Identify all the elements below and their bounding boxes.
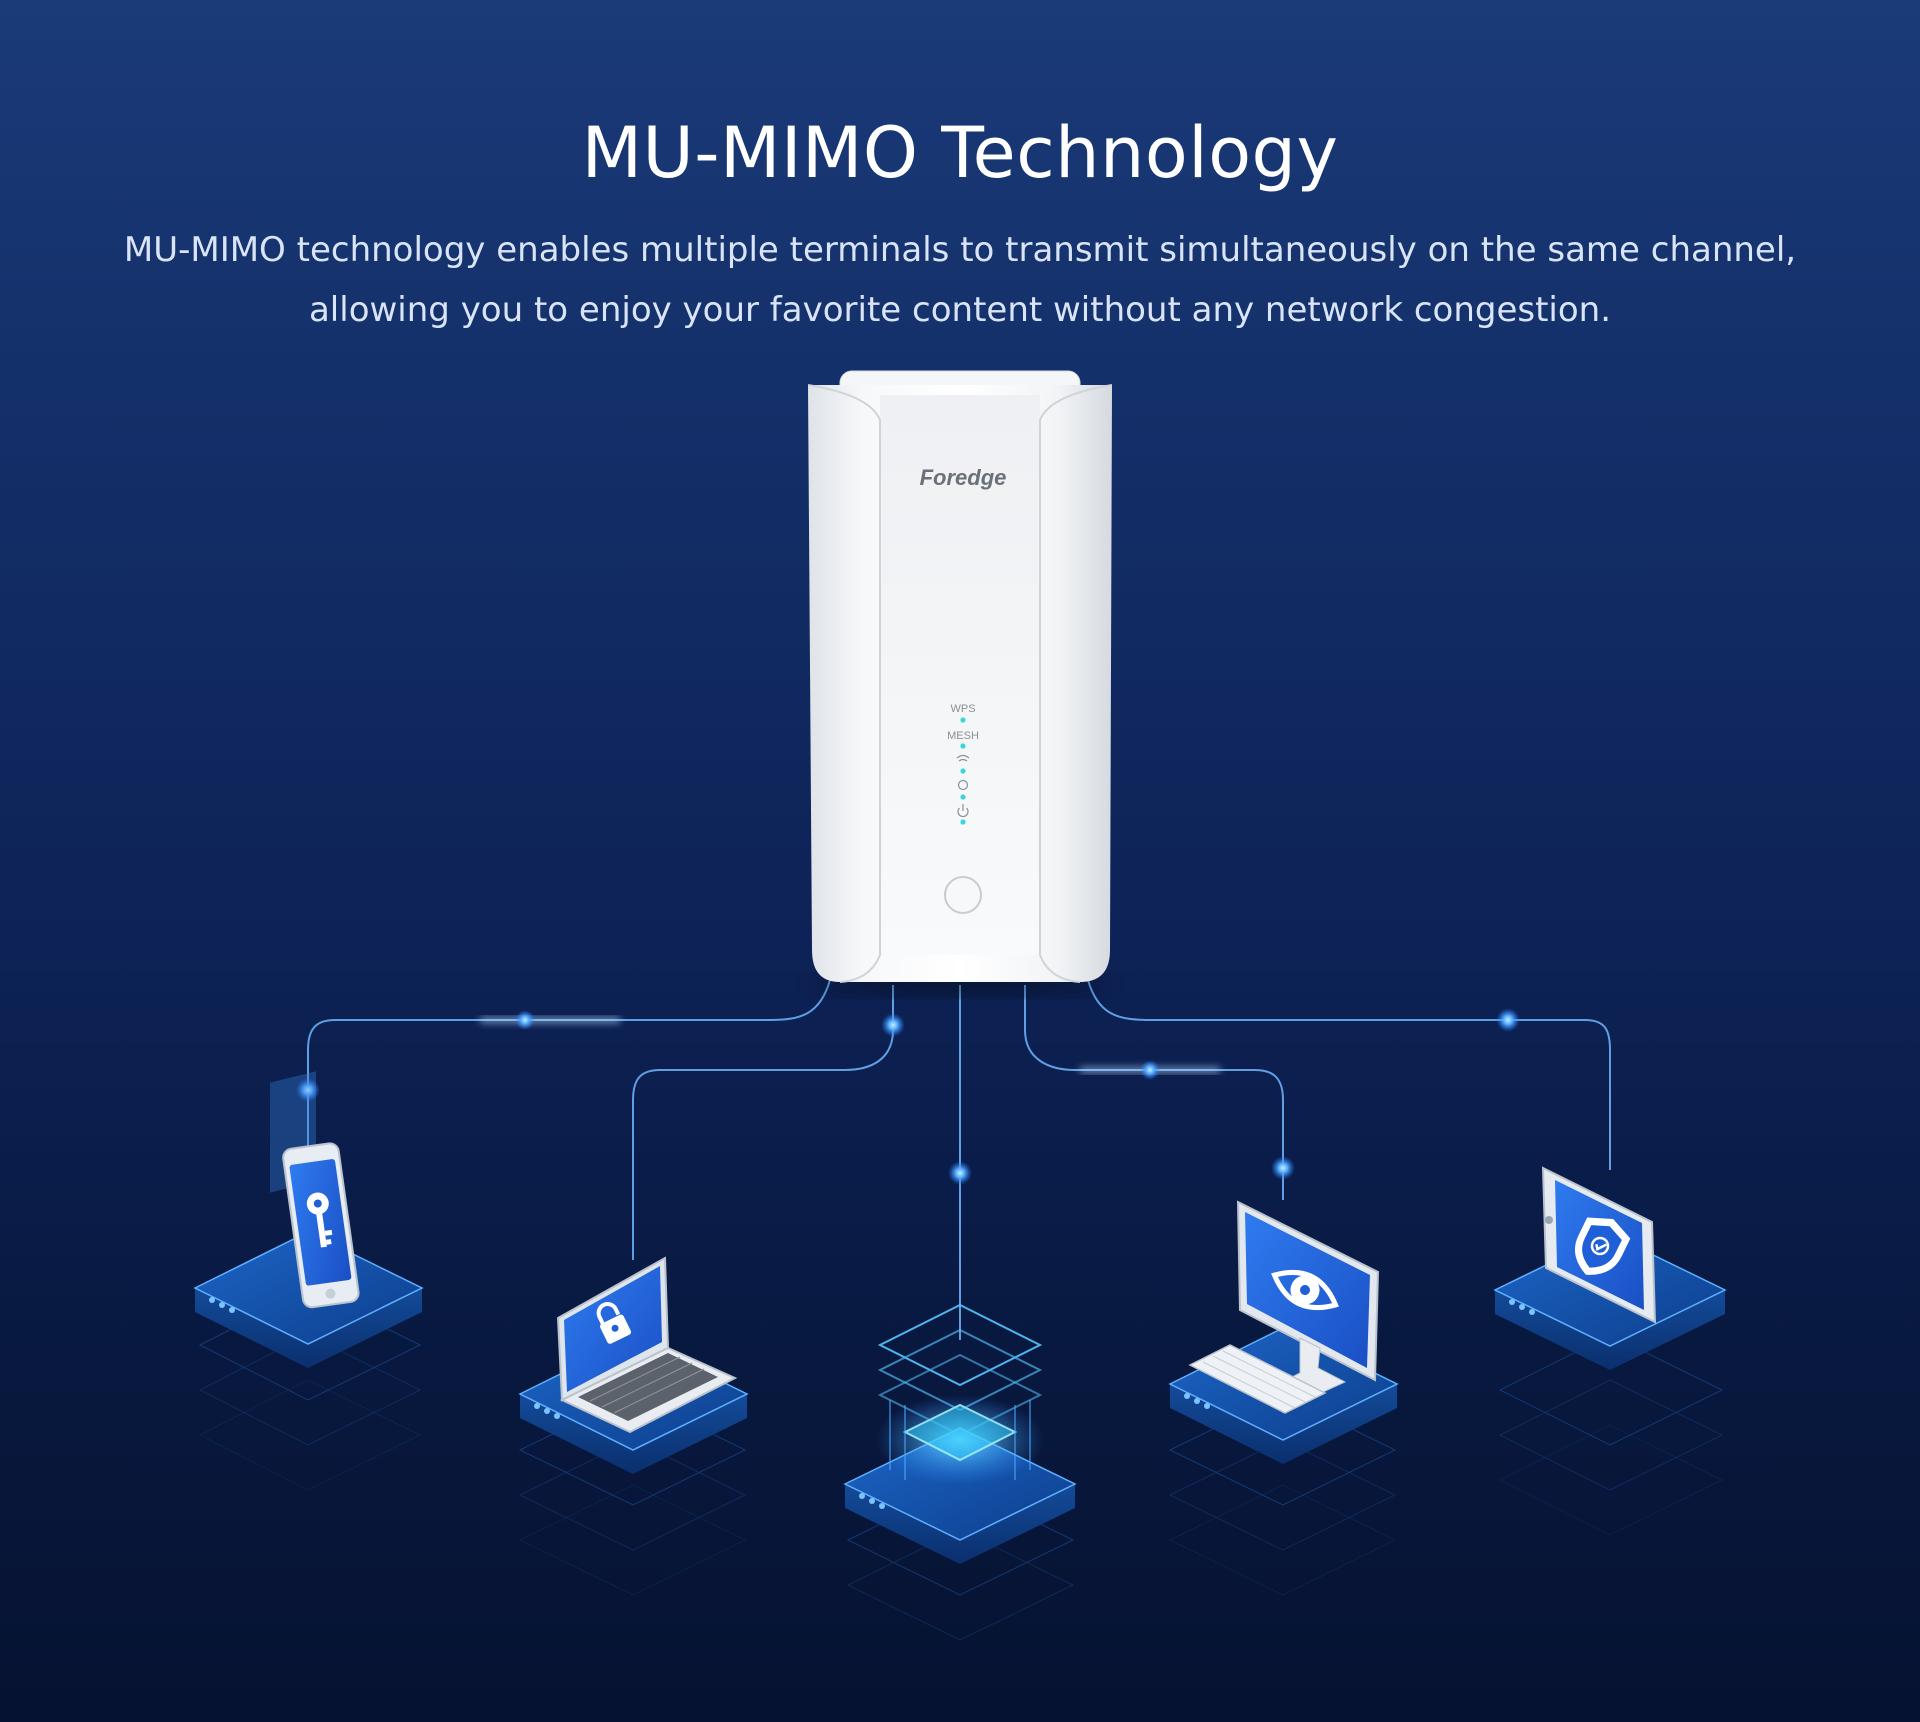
device-tablet (1493, 1166, 1727, 1536)
link-laptop (632, 985, 894, 1260)
internet-indicator-icon (957, 779, 969, 791)
page-description: MU-MIMO technology enables multiple term… (0, 220, 1920, 340)
desktop-computer (1188, 1200, 1380, 1414)
chip-icon (877, 1303, 1043, 1462)
smartphone (282, 1142, 360, 1309)
device-desktop-computer (1168, 1200, 1399, 1596)
power-indicator-icon (957, 804, 969, 818)
router: Foredge WPS MESH (807, 370, 1113, 997)
shield-icon (1574, 1217, 1631, 1275)
link-smartphone (307, 979, 831, 1150)
line-glows (480, 1018, 1220, 1072)
description-line-2: allowing you to enjoy your favorite cont… (308, 290, 1612, 330)
lock-icon (596, 1302, 632, 1344)
device-laptop (518, 1256, 749, 1596)
wps-label: WPS (950, 703, 975, 715)
link-tablet (1087, 979, 1611, 1170)
signal-dots (296, 1008, 1520, 1185)
tablet (1541, 1166, 1657, 1324)
router-front-panel (880, 395, 1040, 955)
device-server-chip (843, 1303, 1077, 1641)
eye-icon (1271, 1269, 1339, 1311)
router-brand-logo: Foredge (920, 465, 1007, 490)
connection-lines (307, 979, 1611, 1340)
device-smartphone (193, 1071, 424, 1491)
key-icon (306, 1192, 333, 1248)
link-desktop (1024, 985, 1284, 1200)
keyboard (1188, 1344, 1327, 1414)
description-line-1: MU-MIMO technology enables multiple term… (123, 230, 1797, 270)
router-wps-button[interactable] (944, 876, 982, 914)
wifi-indicator-icon (956, 754, 970, 762)
page-title: MU-MIMO Technology (581, 112, 1339, 194)
laptop (556, 1256, 738, 1434)
mesh-label: MESH (947, 730, 979, 742)
